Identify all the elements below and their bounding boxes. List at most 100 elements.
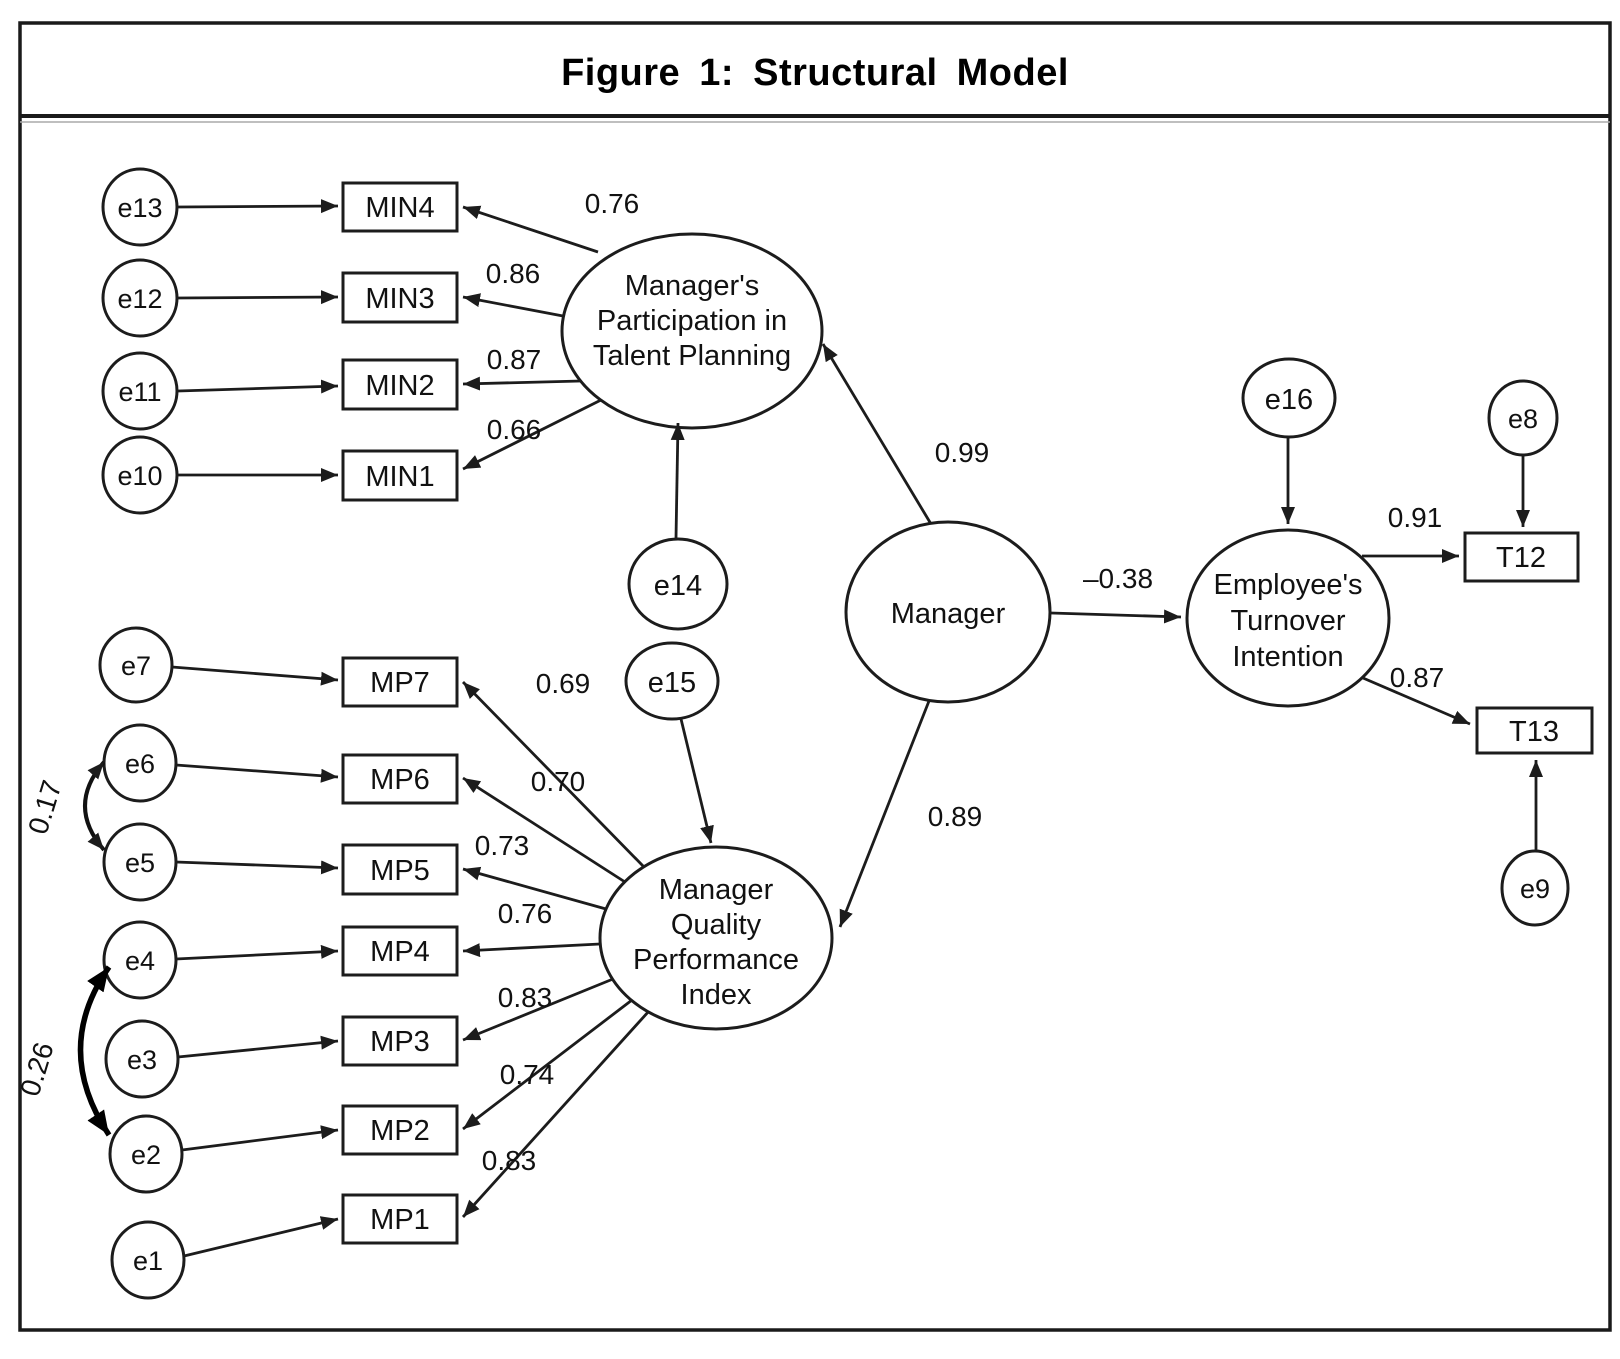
path-manager-to-quality-arrow: [838, 700, 931, 928]
arrow-e13-to-min4: [177, 199, 339, 214]
loading-mp7: 0.69: [536, 668, 591, 699]
path-manager-to-talent-arrow: [821, 343, 933, 525]
covariance-arc-e4-e2: [77, 965, 112, 1137]
arrow-quality-to-mp7: [461, 681, 646, 868]
t13-label: T13: [1509, 716, 1559, 748]
path-manager-to-talent-value: 0.99: [935, 437, 990, 468]
path-manager-to-turnover-arrow: [1050, 609, 1182, 624]
mp3-box: [341, 1015, 459, 1067]
error-e10-circle: [101, 435, 179, 515]
mp3-label: MP3: [370, 1026, 430, 1058]
loading-min1: 0.66: [487, 414, 542, 445]
latent-talent-line3: Talent Planning: [593, 340, 791, 372]
mp1-box: [341, 1193, 459, 1245]
loading-min3: 0.86: [486, 258, 541, 289]
arrow-e12-to-min3: [177, 290, 339, 305]
error-e15-circle: [624, 641, 720, 721]
loading-min2: 0.87: [487, 344, 542, 375]
loading-mp3: 0.83: [498, 982, 553, 1013]
mp5-label: MP5: [370, 855, 430, 887]
arrow-quality-to-mp1: [461, 1010, 651, 1218]
error-e1-label: e1: [133, 1246, 163, 1276]
latent-turnover-line3: Intention: [1232, 641, 1343, 673]
latent-turnover-line2: Turnover: [1231, 605, 1346, 637]
min2-box: [341, 358, 459, 411]
arrow-talent-to-min4: [462, 205, 599, 254]
error-e16-label: e16: [1265, 384, 1313, 416]
arrow-e1-to-mp1: [183, 1216, 339, 1258]
mp2-box: [341, 1104, 459, 1156]
error-e15-label: e15: [648, 667, 696, 699]
arrow-e5-to-mp5: [175, 860, 339, 875]
arrow-e7-to-mp7: [171, 665, 339, 686]
t12-label: T12: [1496, 542, 1546, 574]
mp4-box: [341, 925, 459, 977]
mp5-box: [341, 843, 459, 896]
mp6-label: MP6: [370, 764, 430, 796]
latent-manager-label: Manager: [891, 598, 1006, 630]
error-e14-label: e14: [654, 570, 702, 602]
loading-mp6: 0.70: [531, 766, 586, 797]
error-e8-label: e8: [1508, 404, 1538, 434]
arrow-talent-to-min1: [462, 398, 602, 471]
loading-mp4: 0.76: [498, 898, 553, 929]
error-e13-circle: [101, 167, 179, 247]
error-e4-label: e4: [125, 946, 155, 976]
mp2-label: MP2: [370, 1115, 430, 1147]
loading-mp1: 0.83: [482, 1145, 537, 1176]
arrow-talent-to-min3: [462, 293, 564, 318]
latent-talent-line2: Participation in: [597, 305, 787, 337]
figure-title: Figure 1: Structural Model: [561, 52, 1069, 94]
latent-turnover-intention-ellipse: [1185, 528, 1391, 708]
error-e8-circle: [1487, 379, 1559, 457]
latent-quality-line1: Manager: [659, 874, 774, 906]
loading-t12: 0.91: [1388, 502, 1443, 533]
covariance-arc-e6-e5: [83, 760, 106, 852]
figure-border: [18, 21, 1612, 1332]
loading-t13: 0.87: [1390, 662, 1445, 693]
error-e14-circle: [627, 537, 729, 631]
arrow-quality-to-mp4: [462, 942, 601, 958]
latent-manager-ellipse: [844, 520, 1052, 704]
mp7-box: [341, 656, 459, 708]
error-e12-label: e12: [117, 284, 162, 314]
loading-min4: 0.76: [585, 188, 640, 219]
arrow-e6-to-mp6: [175, 763, 339, 783]
arrow-talent-to-min2: [462, 376, 582, 391]
latent-quality-line2: Quality: [671, 909, 762, 941]
min4-label: MIN4: [365, 192, 434, 224]
loading-mp5: 0.73: [475, 830, 530, 861]
error-e11-label: e11: [118, 377, 161, 407]
arrow-e14-to-talent: [670, 422, 685, 539]
path-manager-to-quality-value: 0.89: [928, 801, 983, 832]
error-e3-label: e3: [127, 1045, 157, 1075]
error-e1-circle: [110, 1220, 186, 1300]
error-e12-circle: [101, 258, 179, 338]
arrow-turnover-to-t13: [1362, 676, 1471, 726]
arrow-e3-to-mp3: [177, 1035, 339, 1059]
mp1-label: MP1: [370, 1204, 430, 1236]
t12-box: [1463, 531, 1580, 583]
mp6-box: [341, 753, 459, 805]
arrow-quality-to-mp3: [462, 977, 614, 1042]
error-e2-circle: [108, 1114, 184, 1194]
mp7-label: MP7: [370, 667, 430, 699]
arrow-e4-to-mp4: [175, 944, 339, 961]
path-manager-to-turnover-value: –0.38: [1083, 563, 1153, 594]
arrow-quality-to-mp6: [462, 776, 626, 884]
error-e5-label: e5: [125, 848, 155, 878]
error-e10-label: e10: [117, 461, 162, 491]
error-e13-label: e13: [117, 193, 162, 223]
t13-box: [1475, 706, 1594, 755]
latent-quality-line4: Index: [681, 979, 752, 1011]
error-e7-circle: [98, 626, 174, 704]
arrow-quality-to-mp2: [462, 998, 633, 1131]
arrow-e11-to-min2: [177, 379, 339, 394]
min3-label: MIN3: [365, 283, 434, 315]
min4-box: [341, 181, 459, 233]
latent-quality-performance-ellipse: [598, 845, 834, 1031]
mp4-label: MP4: [370, 936, 430, 968]
error-e2-label: e2: [131, 1140, 161, 1170]
